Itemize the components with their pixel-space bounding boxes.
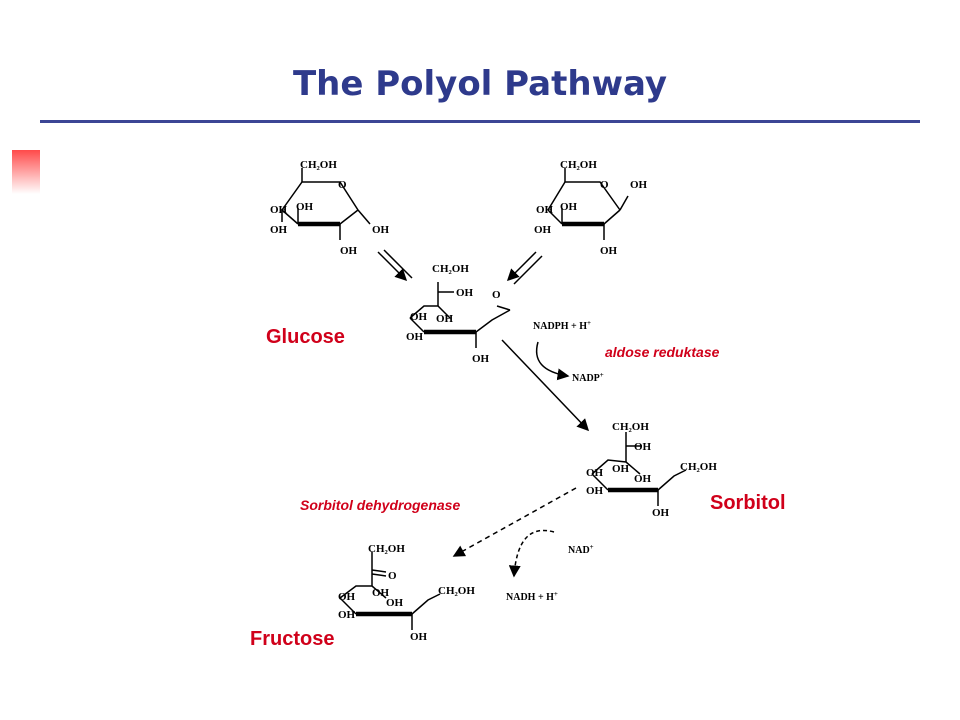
group-oh: OH bbox=[634, 473, 652, 485]
sorbitol-dehydrogenase-step: Sorbitol dehydrogenase NAD+ NADH + H+ bbox=[300, 487, 594, 603]
group-ch2oh: CH₂OH bbox=[680, 461, 717, 473]
group-oh: OH bbox=[536, 204, 554, 216]
group-oh: OH bbox=[472, 353, 490, 365]
group-ch2oh: CH₂OH bbox=[432, 263, 469, 275]
open-chain-glucose: CH₂OH OH O OH OH OH OH bbox=[406, 263, 511, 365]
fructose-structure: CH₂OH O OH OH CH₂OH OH OH OH bbox=[338, 543, 475, 643]
beta-glucose-ring: CH₂OH O OH OH OH OH OH bbox=[534, 159, 648, 257]
group-oh: OH bbox=[338, 609, 356, 621]
group-ch2oh: CH₂OH bbox=[560, 159, 597, 171]
group-oh: OH bbox=[560, 201, 578, 213]
group-oh: OH bbox=[270, 204, 288, 216]
group-oh: OH bbox=[630, 179, 648, 191]
label-glucose: Glucose bbox=[266, 326, 345, 348]
group-ch2oh: CH₂OH bbox=[438, 585, 475, 597]
group-ch2oh: CH₂OH bbox=[300, 159, 337, 171]
group-ch2oh: CH₂OH bbox=[368, 543, 405, 555]
group-oh: OH bbox=[340, 245, 358, 257]
page-title: The Polyol Pathway bbox=[292, 64, 668, 104]
label-fructose: Fructose bbox=[250, 628, 334, 650]
group-oh: OH bbox=[372, 587, 390, 599]
group-oh: OH bbox=[410, 631, 428, 643]
enzyme-aldose-reductase: aldose reduktase bbox=[605, 344, 720, 360]
slide-accent-bar bbox=[12, 150, 40, 194]
group-oh: OH bbox=[372, 224, 390, 236]
title-underline bbox=[40, 120, 920, 123]
group-oh: OH bbox=[410, 311, 428, 323]
group-oh: OH bbox=[534, 224, 552, 236]
group-oh: OH bbox=[338, 591, 356, 603]
group-ring-o: O bbox=[600, 179, 609, 191]
aldose-reductase-step: NADPH + H+ NADP+ aldose reduktase bbox=[501, 319, 720, 432]
cofactor-nadh: NADH + H+ bbox=[506, 590, 558, 603]
group-ring-o: O bbox=[338, 179, 347, 191]
group-aldehyde-o: O bbox=[492, 289, 501, 301]
group-oh: OH bbox=[600, 245, 618, 257]
label-sorbitol: Sorbitol bbox=[710, 492, 786, 514]
group-oh: OH bbox=[612, 463, 630, 475]
group-oh: OH bbox=[586, 485, 604, 497]
equilibrium-arrows-right bbox=[506, 251, 543, 285]
group-keto-o: O bbox=[388, 570, 397, 582]
cofactor-nadp: NADP+ bbox=[572, 371, 604, 384]
group-oh: OH bbox=[270, 224, 288, 236]
group-oh: OH bbox=[296, 201, 314, 213]
cofactor-nad: NAD+ bbox=[568, 543, 594, 556]
group-oh: OH bbox=[436, 313, 454, 325]
group-oh: OH bbox=[586, 467, 604, 479]
group-oh: OH bbox=[406, 331, 424, 343]
equilibrium-arrows-left bbox=[377, 249, 413, 282]
alpha-glucose-ring: CH₂OH O OH OH OH OH OH bbox=[270, 159, 390, 257]
cofactor-nadph: NADPH + H+ bbox=[533, 319, 591, 332]
group-oh: OH bbox=[386, 597, 404, 609]
group-ch2oh: CH₂OH bbox=[612, 421, 649, 433]
sorbitol-structure: CH₂OH OH OH OH CH₂OH OH OH OH bbox=[586, 421, 717, 519]
enzyme-sorbitol-dehydrogenase: Sorbitol dehydrogenase bbox=[300, 497, 460, 513]
group-oh: OH bbox=[634, 441, 652, 453]
group-oh: OH bbox=[652, 507, 670, 519]
group-oh: OH bbox=[456, 287, 474, 299]
